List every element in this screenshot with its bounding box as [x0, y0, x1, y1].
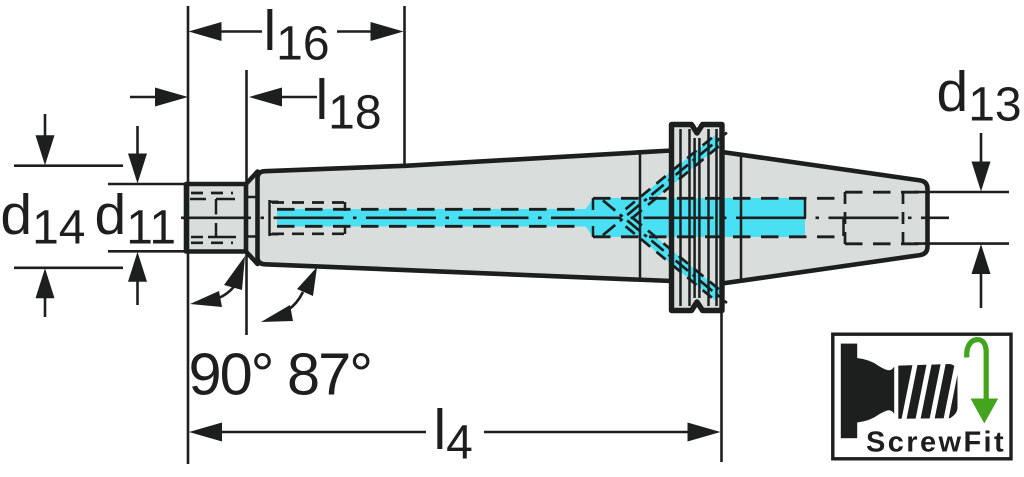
svg-text:ScrewFit: ScrewFit — [866, 427, 1006, 459]
svg-text:d14: d14 — [0, 183, 85, 255]
svg-text:d11: d11 — [95, 183, 177, 255]
svg-text:d13: d13 — [937, 60, 1022, 132]
svg-text:l18: l18 — [316, 68, 382, 140]
svg-text:l16: l16 — [264, 0, 330, 71]
svg-text:90° 87°: 90° 87° — [189, 341, 371, 408]
svg-text:l4: l4 — [434, 398, 473, 470]
